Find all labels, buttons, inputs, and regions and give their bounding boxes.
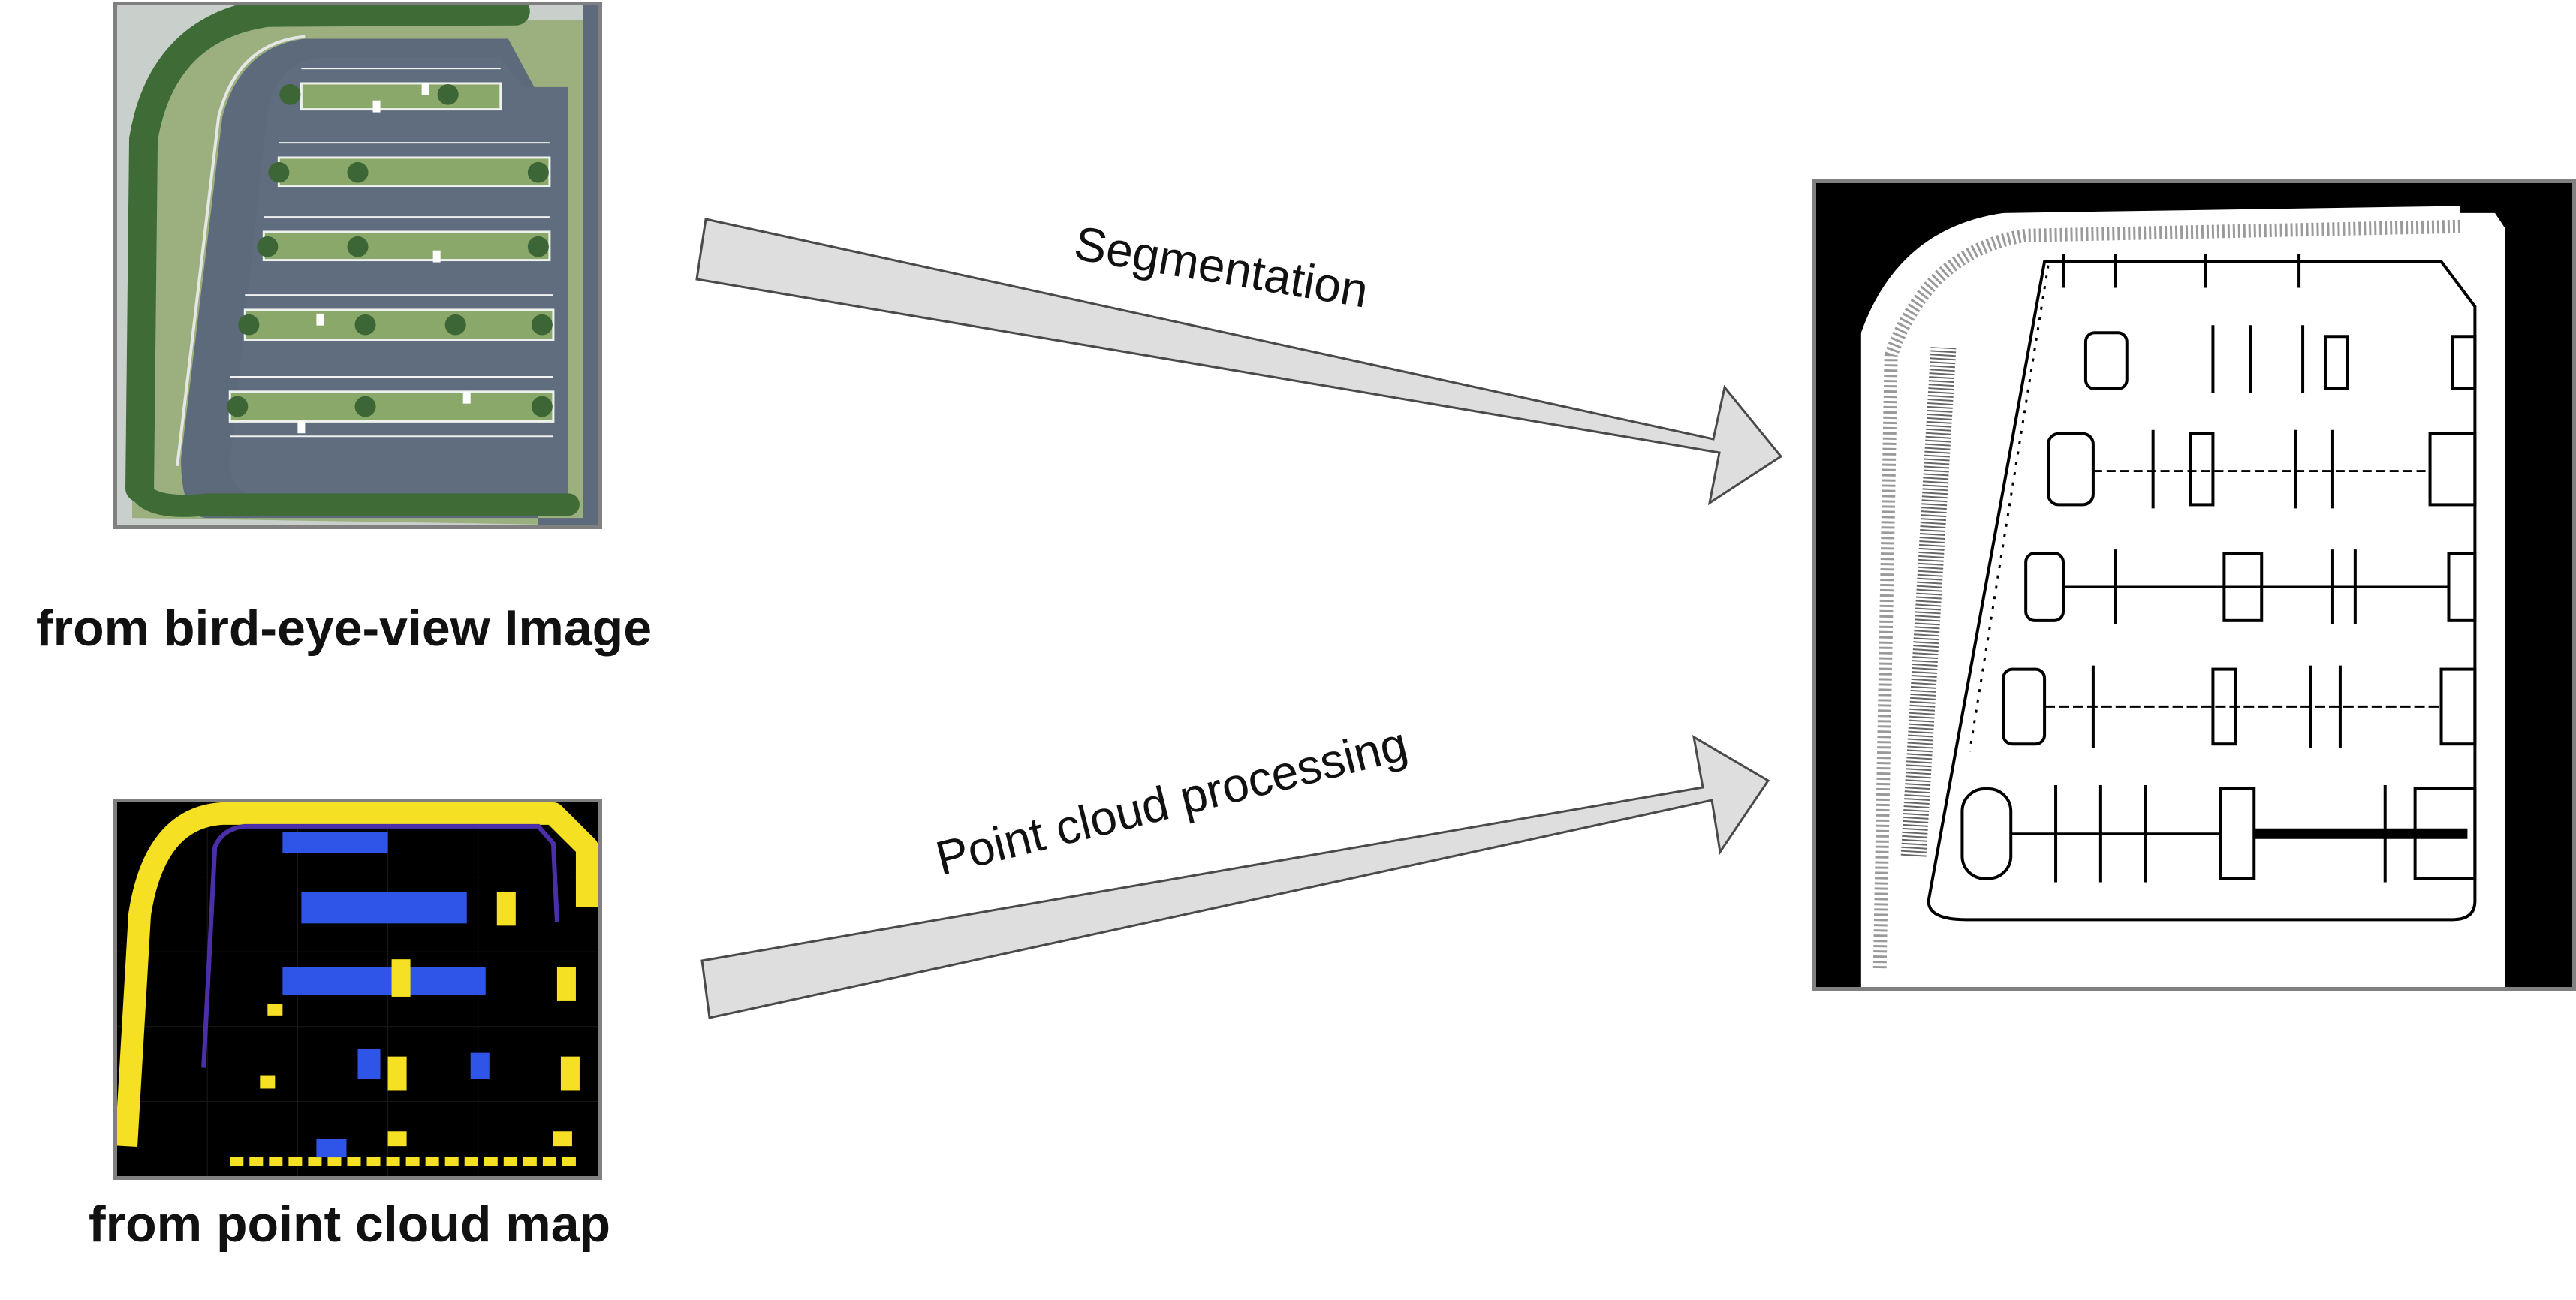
parking-lot-aerial-photo xyxy=(117,5,598,525)
bird-eye-view-image xyxy=(113,2,602,529)
bird-eye-view-caption: from bird-eye-view Image xyxy=(36,600,652,657)
segmentation-arrow xyxy=(695,218,1783,506)
point-cloud-map xyxy=(113,799,602,1180)
point-cloud-render xyxy=(117,802,598,1176)
point-cloud-processing-arrow xyxy=(700,735,1770,1019)
point-cloud-caption: from point cloud map xyxy=(89,1196,611,1253)
occupancy-map xyxy=(1812,179,2576,991)
occupancy-map-render xyxy=(1816,183,2572,987)
